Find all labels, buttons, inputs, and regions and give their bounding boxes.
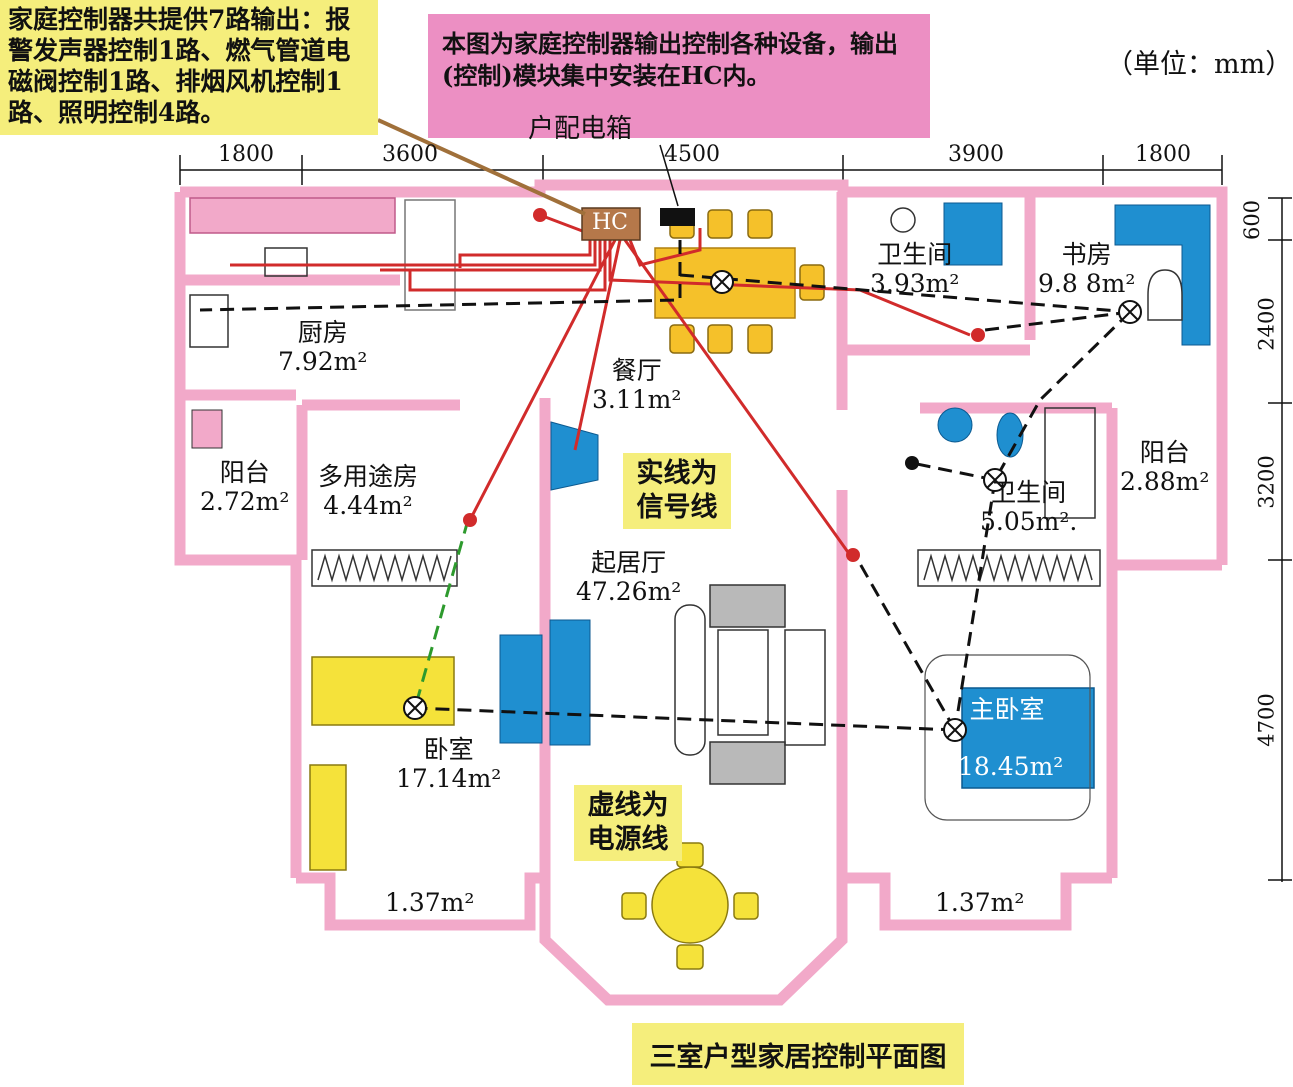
living-sofa (674, 584, 826, 785)
legend-signal-line: 实线为信号线 (623, 453, 731, 529)
dim-top-3: 4500 (664, 142, 720, 167)
lamp-icon (710, 270, 734, 294)
wardrobe-right (917, 549, 1101, 587)
note-pointer (377, 118, 586, 216)
power-line-green (413, 519, 470, 709)
lamp-icon (1118, 300, 1142, 324)
distribution-box-label: 户配电箱 (528, 114, 633, 144)
study-chair (1147, 269, 1183, 321)
switches (463, 208, 985, 562)
hc-box (581, 207, 641, 241)
room-master: 主卧室 (969, 695, 1045, 724)
bathtub-2 (1044, 407, 1096, 519)
bedroom-desk (309, 764, 347, 871)
power-lines (199, 240, 1132, 732)
intercom-panel (550, 421, 599, 491)
lamp-icon (943, 718, 967, 742)
description-note: 本图为家庭控制器输出控制各种设备，输出(控制)模块集中安装在HC内。 (428, 14, 930, 138)
basin-1 (890, 207, 916, 233)
multi-room-wall (404, 199, 456, 311)
wardrobe-left (311, 549, 458, 587)
bay-chairs (621, 842, 759, 970)
shower-1 (943, 202, 1003, 266)
distribution-pointer (659, 144, 679, 207)
right-dimension-lines (1268, 197, 1292, 882)
lamp-icon (983, 468, 1007, 492)
dim-right-3: 3200 (1254, 455, 1279, 509)
dim-top-5: 1800 (1135, 142, 1191, 167)
basin-2 (937, 407, 973, 443)
dim-right-4: 4700 (1254, 693, 1279, 747)
lamps (403, 270, 1142, 742)
dim-top-4: 3900 (948, 142, 1004, 167)
kitchen-counter (189, 197, 396, 234)
bay-right-area: 1.37m² (935, 888, 1025, 917)
signal-lines (230, 213, 971, 556)
lamp-icon (403, 696, 427, 720)
switch-icon (846, 548, 860, 562)
diagram-title: 三室户型家居控制平面图 (632, 1023, 964, 1085)
master-bed (961, 687, 1095, 789)
controller-note: 家庭控制器共提供7路输出：报警发声器控制1路、燃气管道电磁阀控制1路、排烟风机控… (0, 0, 378, 135)
study-desk (1114, 204, 1211, 346)
washing-machine (191, 409, 223, 449)
switch-icon (905, 456, 919, 470)
switch-icon (463, 513, 477, 527)
room-master-area: 18.45m² (958, 752, 1064, 781)
dim-top-2: 3600 (382, 142, 438, 167)
distribution-box (660, 208, 695, 226)
dim-top-1: 1800 (218, 142, 274, 167)
tv-cabinet-left (499, 634, 543, 744)
stove (264, 247, 308, 277)
switch-icon (533, 208, 547, 222)
bay-table (651, 866, 729, 944)
unit-label: （单位：mm） (1106, 49, 1293, 80)
top-dimension-lines (179, 155, 1223, 185)
bedroom-bed (311, 656, 455, 726)
dim-right-1: 600 (1240, 199, 1265, 241)
tv-cabinet-right (549, 619, 591, 746)
hc-label: HC (592, 210, 629, 235)
master-rug (924, 654, 1091, 821)
toilet-2 (996, 412, 1024, 458)
bay-left-area: 1.37m² (385, 888, 475, 917)
legend-power-line: 虚线为电源线 (574, 785, 682, 861)
switch-icon (971, 328, 985, 342)
dim-right-2: 2400 (1254, 297, 1279, 351)
sink (189, 294, 229, 348)
